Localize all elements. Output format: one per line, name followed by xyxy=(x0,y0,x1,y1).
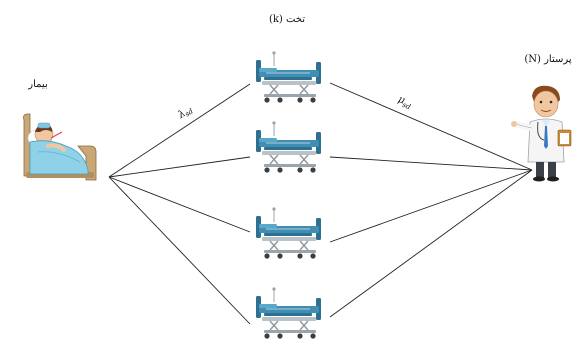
service-rate-subscript: sd xyxy=(401,101,412,112)
bed-2-to-nurse-line xyxy=(329,156,533,171)
bed-4-to-nurse-line xyxy=(329,169,533,318)
patient-to-bed-4-line xyxy=(108,176,251,325)
service-rate-symbol: μ xyxy=(396,94,406,107)
hospital-bed-icon xyxy=(255,120,322,174)
patient-to-bed-3-line xyxy=(108,176,251,233)
arrival-rate-subscript: sd xyxy=(184,107,196,118)
patient-label: بیمار xyxy=(27,79,47,90)
arrival-rate-label: λ sd xyxy=(176,107,196,121)
beds-title-label: تخت (k) xyxy=(269,14,305,25)
sick-patient-in-bed-icon xyxy=(23,113,97,181)
hospital-bed-icon xyxy=(255,50,322,104)
patient-to-bed-2-line xyxy=(108,156,251,178)
connection-lines xyxy=(108,82,533,325)
hospital-bed-icon xyxy=(255,206,322,260)
patient-to-bed-1-line xyxy=(108,83,251,178)
doctor-nurse-with-clipboard-icon xyxy=(511,85,572,182)
bed-1-to-nurse-line xyxy=(329,82,533,171)
hospital-bed-icon xyxy=(255,286,322,340)
nurse-label: پرستار (N) xyxy=(524,54,572,65)
bed-3-to-nurse-line xyxy=(329,169,533,243)
service-rate-label: μ sd xyxy=(396,94,412,112)
